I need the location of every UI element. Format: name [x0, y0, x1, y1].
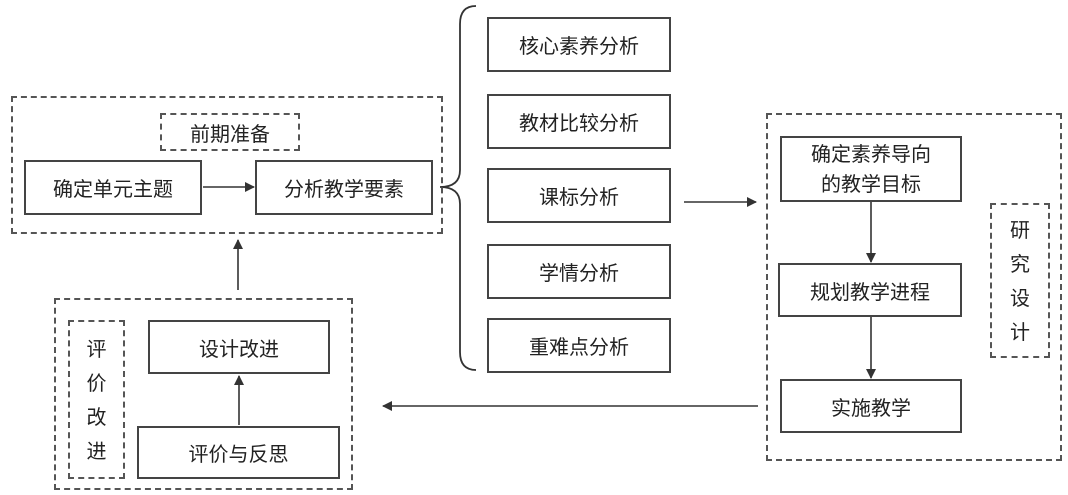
goal-box: 确定素养导向 的教学目标 [780, 136, 962, 202]
analysis-brace [439, 5, 477, 371]
plan-progress-box: 规划教学进程 [778, 263, 962, 317]
implement-teaching-box: 实施教学 [780, 379, 962, 433]
evaluation-label-char-2: 价 [86, 370, 107, 395]
prep-group [11, 96, 443, 234]
research-label-char-2: 究 [1010, 251, 1030, 276]
prep-title: 前期准备 [160, 113, 300, 151]
determine-theme-box: 确定单元主题 [24, 160, 202, 215]
analysis-item-curriculum-standard: 课标分析 [487, 168, 671, 223]
evaluation-label-char-1: 评 [86, 336, 107, 361]
goal-line-1: 确定素养导向 [811, 142, 931, 166]
design-improve-box: 设计改进 [148, 320, 330, 374]
research-design-group [766, 113, 1062, 461]
goal-line-2: 的教学目标 [821, 172, 921, 196]
analyze-elements-box: 分析教学要素 [255, 160, 433, 215]
analysis-item-learner: 学情分析 [487, 244, 671, 299]
research-label-char-3: 设 [1010, 285, 1030, 310]
research-label-char-4: 计 [1010, 319, 1030, 344]
analysis-item-key-difficulties: 重难点分析 [487, 318, 671, 373]
research-design-label: 研 究 设 计 [990, 203, 1050, 358]
analysis-item-textbook-comparison: 教材比较分析 [487, 94, 671, 149]
evaluate-reflect-box: 评价与反思 [137, 426, 340, 479]
evaluation-label: 评 价 改 进 [68, 320, 125, 479]
evaluation-label-char-4: 进 [86, 438, 107, 463]
evaluation-label-char-3: 改 [86, 404, 107, 429]
analysis-item-core-literacy: 核心素养分析 [487, 17, 671, 72]
evaluation-group [54, 298, 353, 490]
research-label-char-1: 研 [1010, 217, 1030, 242]
